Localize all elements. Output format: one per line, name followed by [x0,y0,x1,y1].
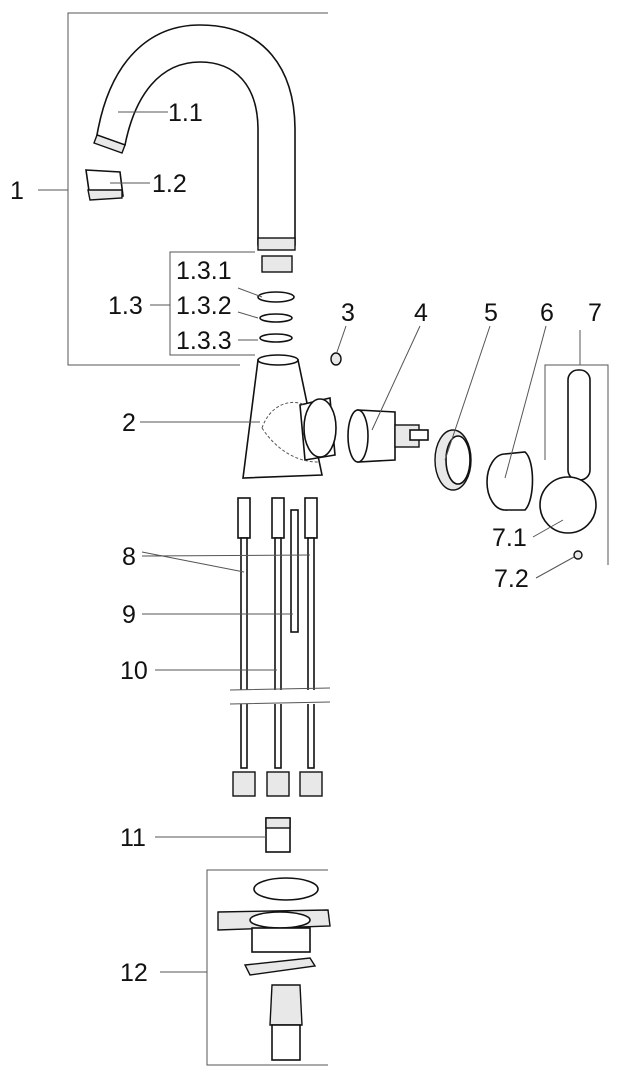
adapter-part [265,817,291,853]
label-part-8: 8 [122,543,136,571]
label-part-2: 2 [122,409,136,437]
leader-lines [110,111,575,838]
supply-hoses [229,497,331,797]
label-part-1-3: 1.3 [108,292,143,320]
label-part-9: 9 [122,601,136,629]
mounting-kit-part [217,877,331,1061]
bracket-group-12 [160,869,328,1066]
bracket-group-1-3 [150,251,255,356]
bracket-group-1 [38,12,328,366]
label-part-12: 12 [120,959,148,987]
label-part-4: 4 [414,299,428,327]
label-part-1-1: 1.1 [168,99,203,127]
label-part-10: 10 [120,657,148,685]
lever-screw-part [573,550,583,560]
label-part-7-2: 7.2 [494,565,529,593]
cartridge-part [347,409,429,463]
lever-handle-part [539,369,597,560]
label-part-1-3-2: 1.3.2 [176,292,232,320]
label-part-3: 3 [341,299,355,327]
label-part-1-3-3: 1.3.3 [176,327,232,355]
label-part-5: 5 [484,299,498,327]
seal-rings [257,255,295,343]
body-part [242,354,337,479]
aerator-part [85,169,124,201]
label-part-1-3-1: 1.3.1 [176,257,232,285]
spout-part [93,24,296,251]
label-part-6: 6 [540,299,554,327]
label-part-7: 7 [588,299,602,327]
label-part-1: 1 [10,177,24,205]
label-part-11: 11 [120,824,146,852]
label-part-1-2: 1.2 [152,170,187,198]
bracket-group-7 [544,330,609,565]
label-part-7-1: 7.1 [492,524,527,552]
cartridge-nut-part [434,429,472,491]
grub-screw-part [330,352,342,366]
cover-sleeve-part [486,451,534,511]
